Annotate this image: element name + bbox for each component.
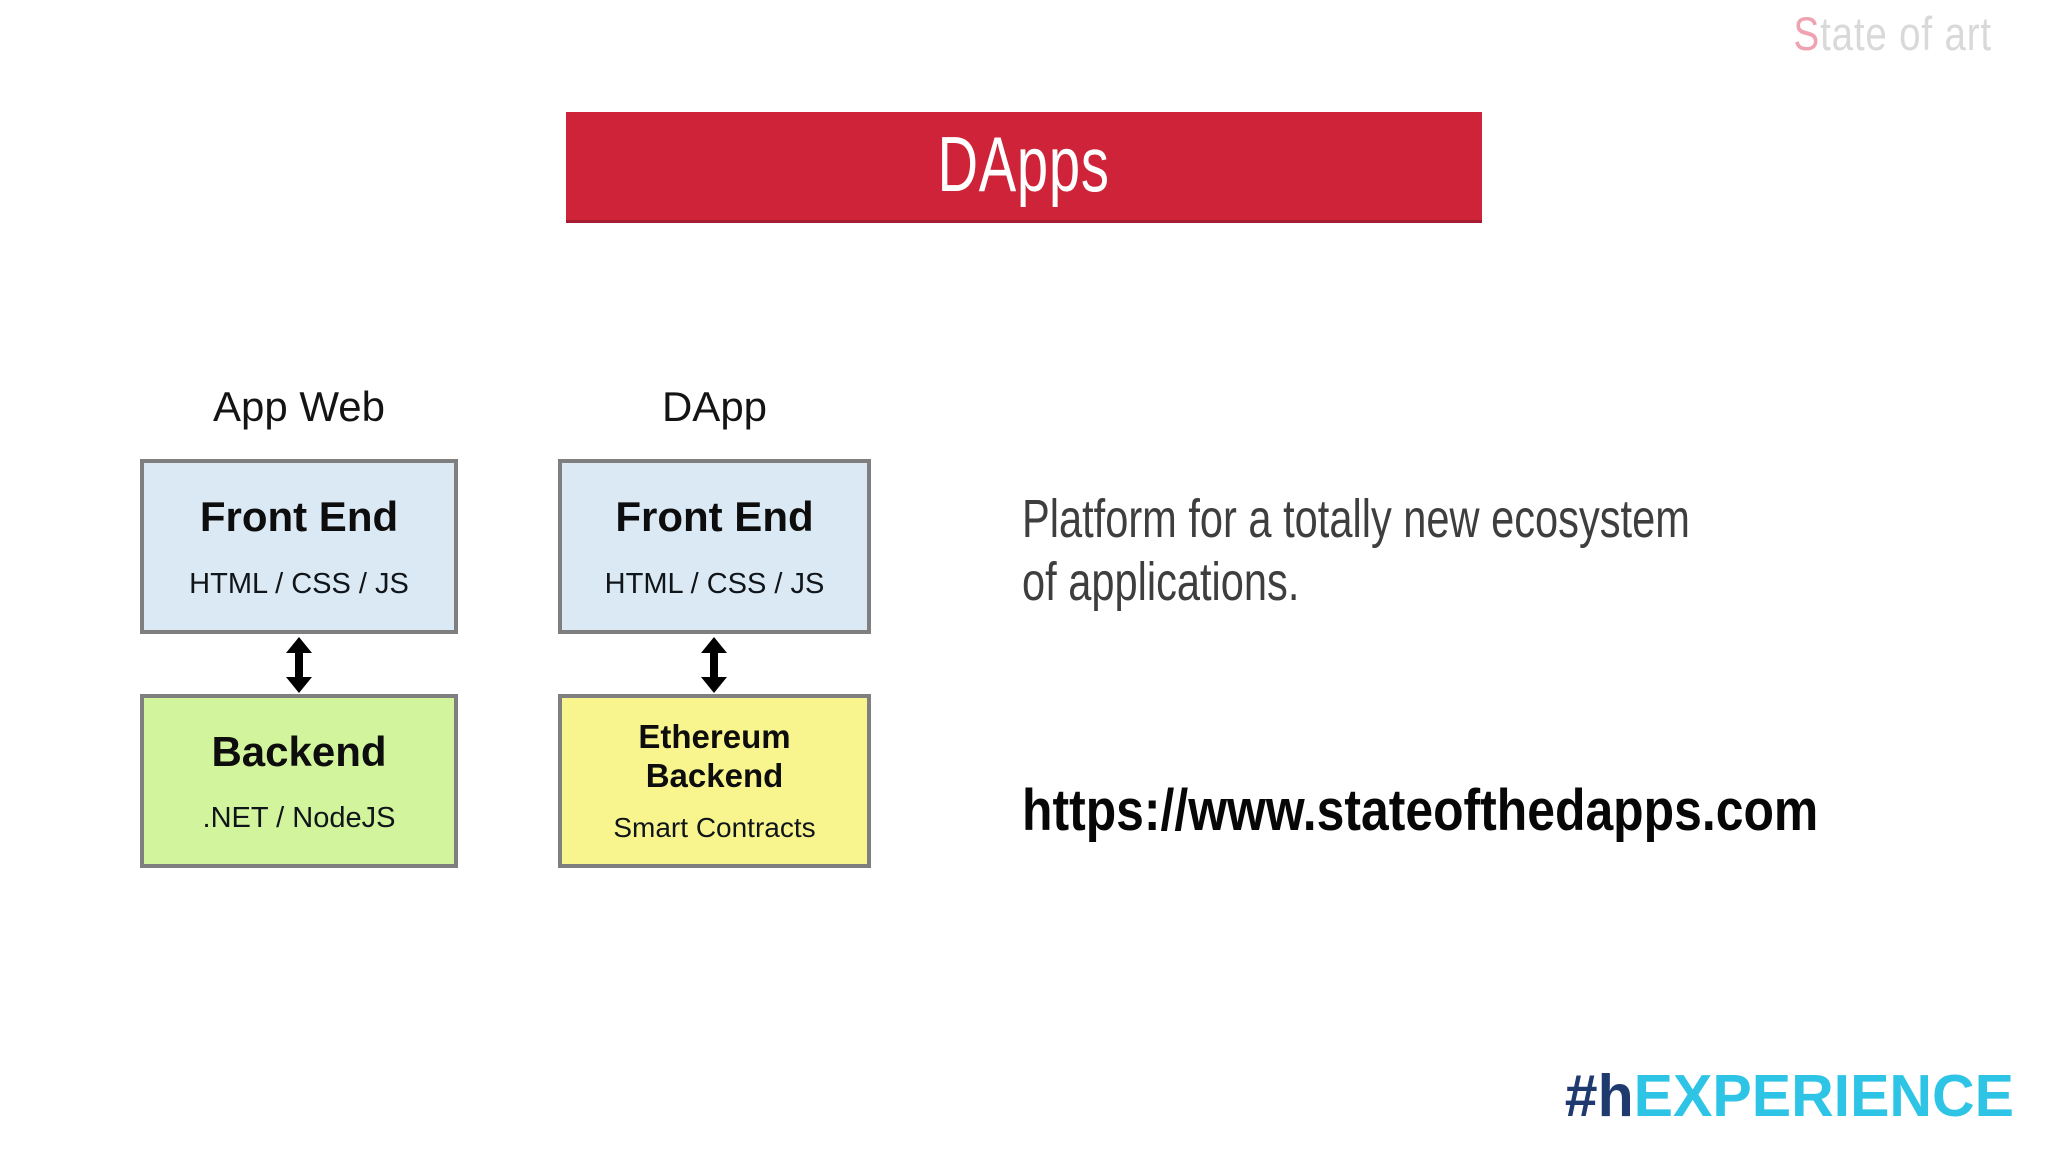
box-title: Backend — [211, 727, 387, 775]
stateofthedapps-url[interactable]: https://www.stateofthedapps.com — [1022, 778, 1819, 843]
box-title: Front End — [199, 493, 399, 541]
box-title: Ethereum Backend — [638, 718, 791, 794]
box-appweb-frontend: Front End HTML / CSS / JS — [140, 459, 458, 634]
box-appweb-backend: Backend .NET / NodeJS — [140, 694, 458, 868]
double-arrow-icon — [701, 637, 727, 693]
box-subtitle: Smart Contracts — [613, 811, 816, 843]
double-arrow-shape — [286, 637, 312, 693]
box-subtitle: HTML / CSS / JS — [189, 567, 409, 600]
page-title: DApps — [937, 119, 1111, 208]
double-arrow-icon — [286, 637, 312, 693]
box-dapp-ethereum-backend: Ethereum Backend Smart Contracts — [558, 694, 871, 868]
hexperience-logo: #hEXPERIENCE — [1565, 1062, 2014, 1130]
logo-rest: EXPERIENCE — [1633, 1063, 2014, 1129]
box-subtitle: HTML / CSS / JS — [604, 567, 825, 600]
column-header-dapp: DApp — [661, 383, 768, 430]
watermark-state-of-art: State of art — [1794, 6, 1992, 61]
description-text: Platform for a totally new ecosystem of … — [1022, 488, 1690, 614]
description-line-2: of applications. — [1022, 552, 1300, 612]
box-subtitle: .NET / NodeJS — [202, 802, 396, 835]
watermark-highlight: S — [1793, 7, 1821, 60]
title-banner: DApps — [566, 112, 1482, 223]
description-line-1: Platform for a totally new ecosystem — [1022, 489, 1690, 549]
watermark-text: tate of art — [1820, 7, 1992, 60]
double-arrow-shape — [701, 637, 727, 693]
box-dapp-frontend: Front End HTML / CSS / JS — [558, 459, 871, 634]
column-header-app-web: App Web — [213, 383, 385, 430]
box-title: Front End — [615, 493, 814, 541]
logo-prefix: #h — [1564, 1063, 1634, 1129]
